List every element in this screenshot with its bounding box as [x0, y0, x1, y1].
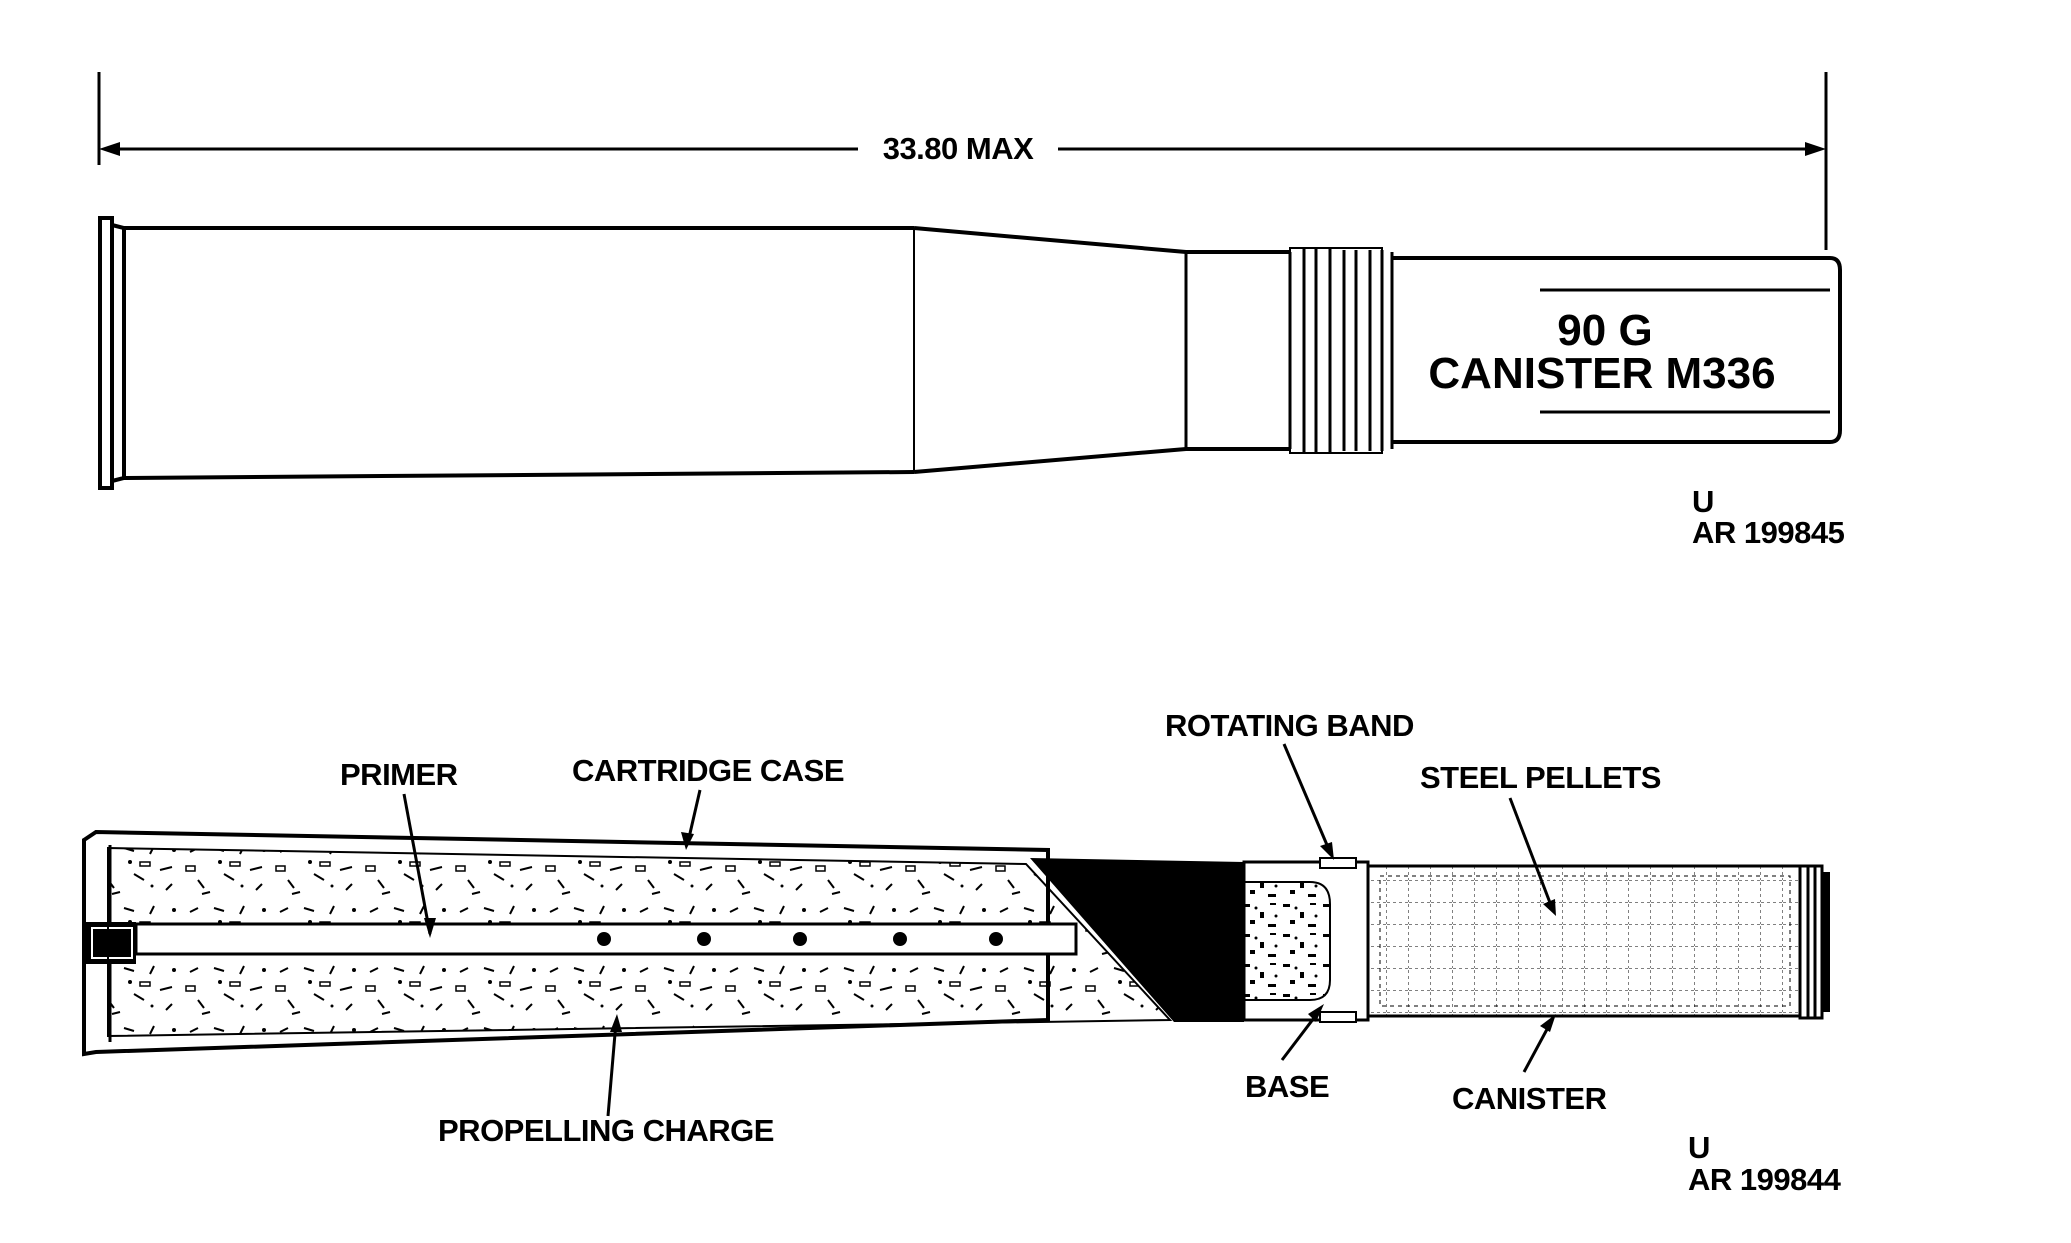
drawing-code-number-top: AR 199845 [1692, 515, 1845, 550]
label-steel-pellets: STEEL PELLETS [1420, 760, 1661, 795]
label-canister: CANISTER [1452, 1081, 1607, 1116]
label-cartridge-case: CARTRIDGE CASE [572, 753, 844, 788]
cutaway-view: PRIMER CARTRIDGE CASE ROTATING BAND STEE… [82, 708, 1842, 1197]
projectile-base [1242, 857, 1370, 1023]
primer-tube [134, 922, 1078, 956]
dimension-label: 33.80 MAX [883, 131, 1034, 166]
label-propelling-charge: PROPELLING CHARGE [438, 1113, 774, 1148]
canister-exterior: 90 G CANISTER M336 [1392, 256, 1842, 444]
marking-line-1: 90 G [1557, 306, 1652, 355]
arrowhead-left-icon [99, 142, 120, 156]
drawing-code-letter-bottom: U [1688, 1130, 1710, 1165]
label-base: BASE [1245, 1069, 1329, 1104]
cartridge-case-exterior [98, 216, 1290, 490]
label-rotating-band: ROTATING BAND [1165, 708, 1414, 743]
leader-lines [402, 743, 1556, 1117]
rotating-band-section [1319, 857, 1357, 869]
marking-line-2: CANISTER M336 [1428, 349, 1775, 398]
exterior-view: 33.80 MAX [97, 72, 1845, 550]
rotating-band-exterior [1288, 247, 1394, 454]
canister-section [1366, 864, 1830, 1020]
charge-wedge [1030, 858, 1244, 1022]
drawing-code-letter-top: U [1692, 484, 1714, 519]
arrowhead-right-icon [1805, 142, 1826, 156]
label-primer: PRIMER [340, 757, 458, 792]
overall-length-dimension: 33.80 MAX [97, 72, 1828, 250]
drawing-code-number-bottom: AR 199844 [1688, 1162, 1842, 1197]
